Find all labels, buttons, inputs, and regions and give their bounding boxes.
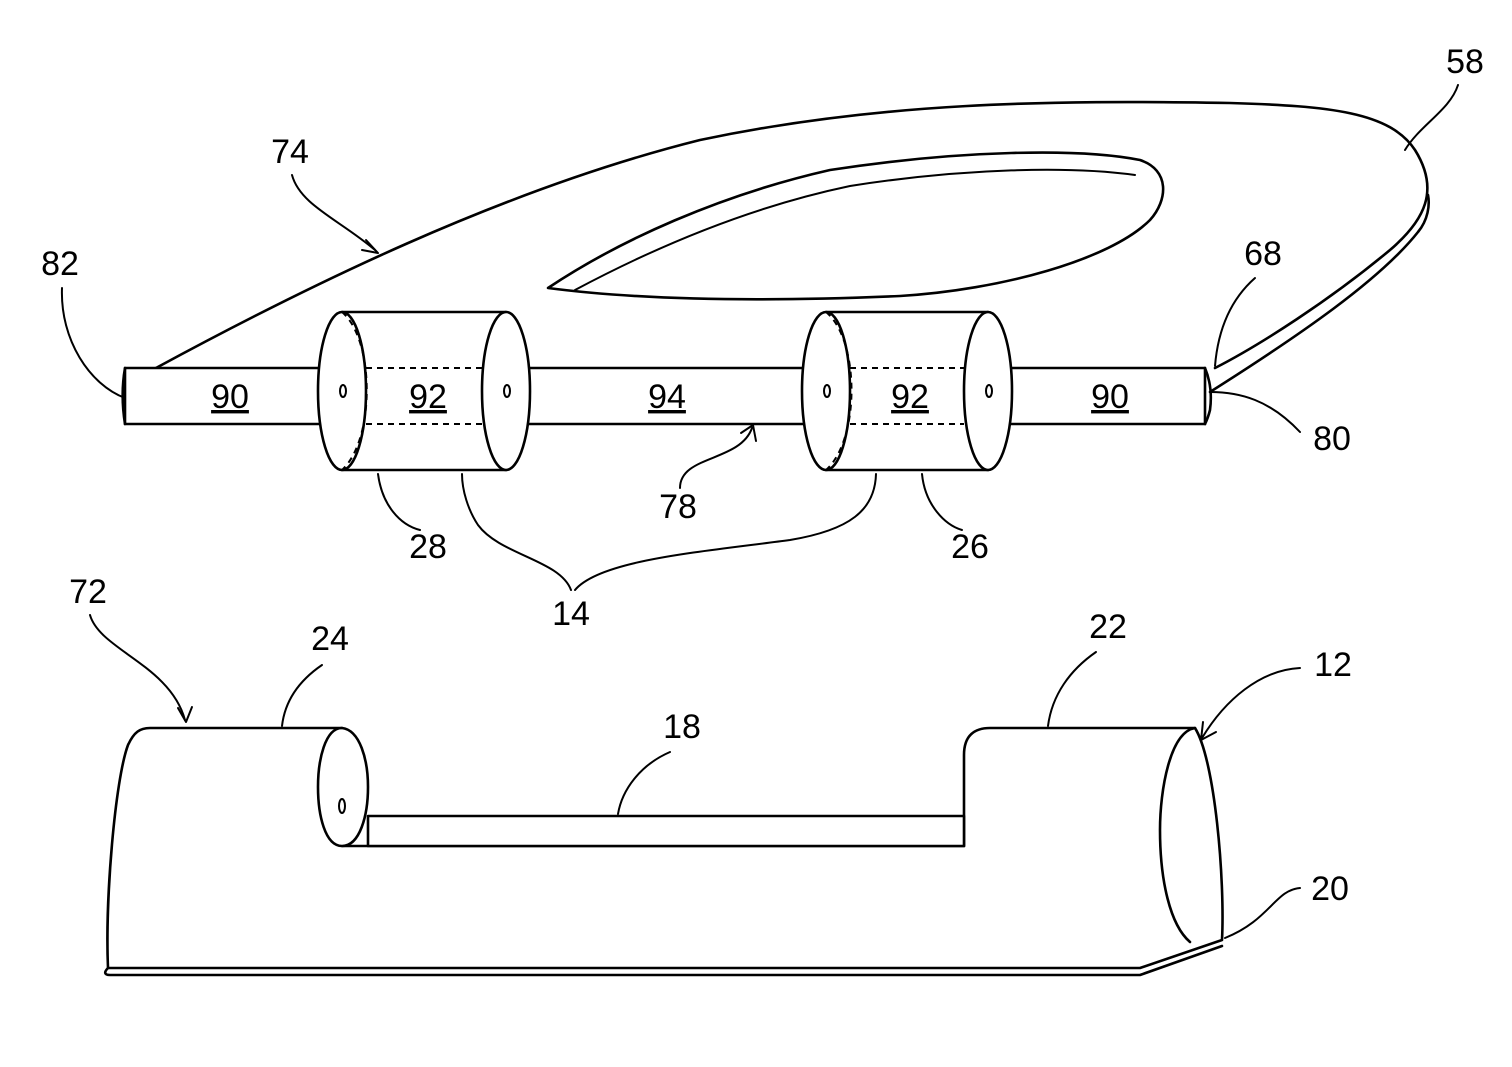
ref-label-82: 82 bbox=[41, 245, 79, 283]
ref-label-26: 26 bbox=[951, 528, 989, 566]
leader-82 bbox=[62, 288, 125, 398]
leader-14-right bbox=[575, 474, 876, 590]
ref-label-80: 80 bbox=[1313, 420, 1351, 458]
base-slot-floor-18 bbox=[368, 816, 964, 846]
roller-right-front-face bbox=[964, 312, 1012, 470]
segment-label-left-end: 90 bbox=[211, 378, 249, 416]
leader-18 bbox=[618, 752, 670, 814]
roller-right-back-face bbox=[802, 312, 850, 470]
handle-window-outer bbox=[548, 153, 1163, 300]
roller-left-back-face bbox=[318, 312, 366, 470]
ref-label-24: 24 bbox=[311, 620, 349, 658]
leader-20 bbox=[1225, 888, 1300, 938]
ref-label-18: 18 bbox=[663, 708, 701, 746]
segment-label-right-end: 90 bbox=[1091, 378, 1129, 416]
leader-58 bbox=[1405, 85, 1458, 150]
leader-24 bbox=[282, 665, 322, 726]
leader-72 bbox=[90, 615, 185, 720]
ref-label-22: 22 bbox=[1089, 608, 1127, 646]
ref-label-58: 58 bbox=[1446, 43, 1484, 81]
leader-28 bbox=[378, 474, 420, 530]
ref-label-72: 72 bbox=[69, 573, 107, 611]
segment-label-left-roller: 92 bbox=[409, 378, 447, 416]
leader-78 bbox=[680, 428, 752, 488]
ref-label-68: 68 bbox=[1244, 235, 1282, 273]
leader-26 bbox=[922, 474, 962, 530]
handle-window-inner bbox=[575, 170, 1135, 290]
handle-flange bbox=[1210, 195, 1429, 392]
base bbox=[105, 728, 1222, 975]
ref-label-74: 74 bbox=[271, 133, 309, 171]
base-body bbox=[107, 728, 1222, 968]
ref-label-14: 14 bbox=[552, 595, 590, 633]
leader-74 bbox=[292, 175, 375, 250]
leader-80 bbox=[1210, 392, 1300, 432]
ref-label-28: 28 bbox=[409, 528, 447, 566]
leader-14-left bbox=[462, 474, 571, 590]
segment-label-middle: 94 bbox=[648, 378, 686, 416]
leader-68 bbox=[1215, 278, 1255, 366]
ref-label-12: 12 bbox=[1314, 646, 1352, 684]
base-left-end-face bbox=[318, 728, 368, 846]
ref-label-20: 20 bbox=[1311, 870, 1349, 908]
ref-label-78: 78 bbox=[659, 488, 697, 526]
leader-22 bbox=[1048, 652, 1096, 726]
roller-left-front-face bbox=[482, 312, 530, 470]
segment-label-right-roller: 92 bbox=[891, 378, 929, 416]
leader-12 bbox=[1202, 668, 1300, 738]
